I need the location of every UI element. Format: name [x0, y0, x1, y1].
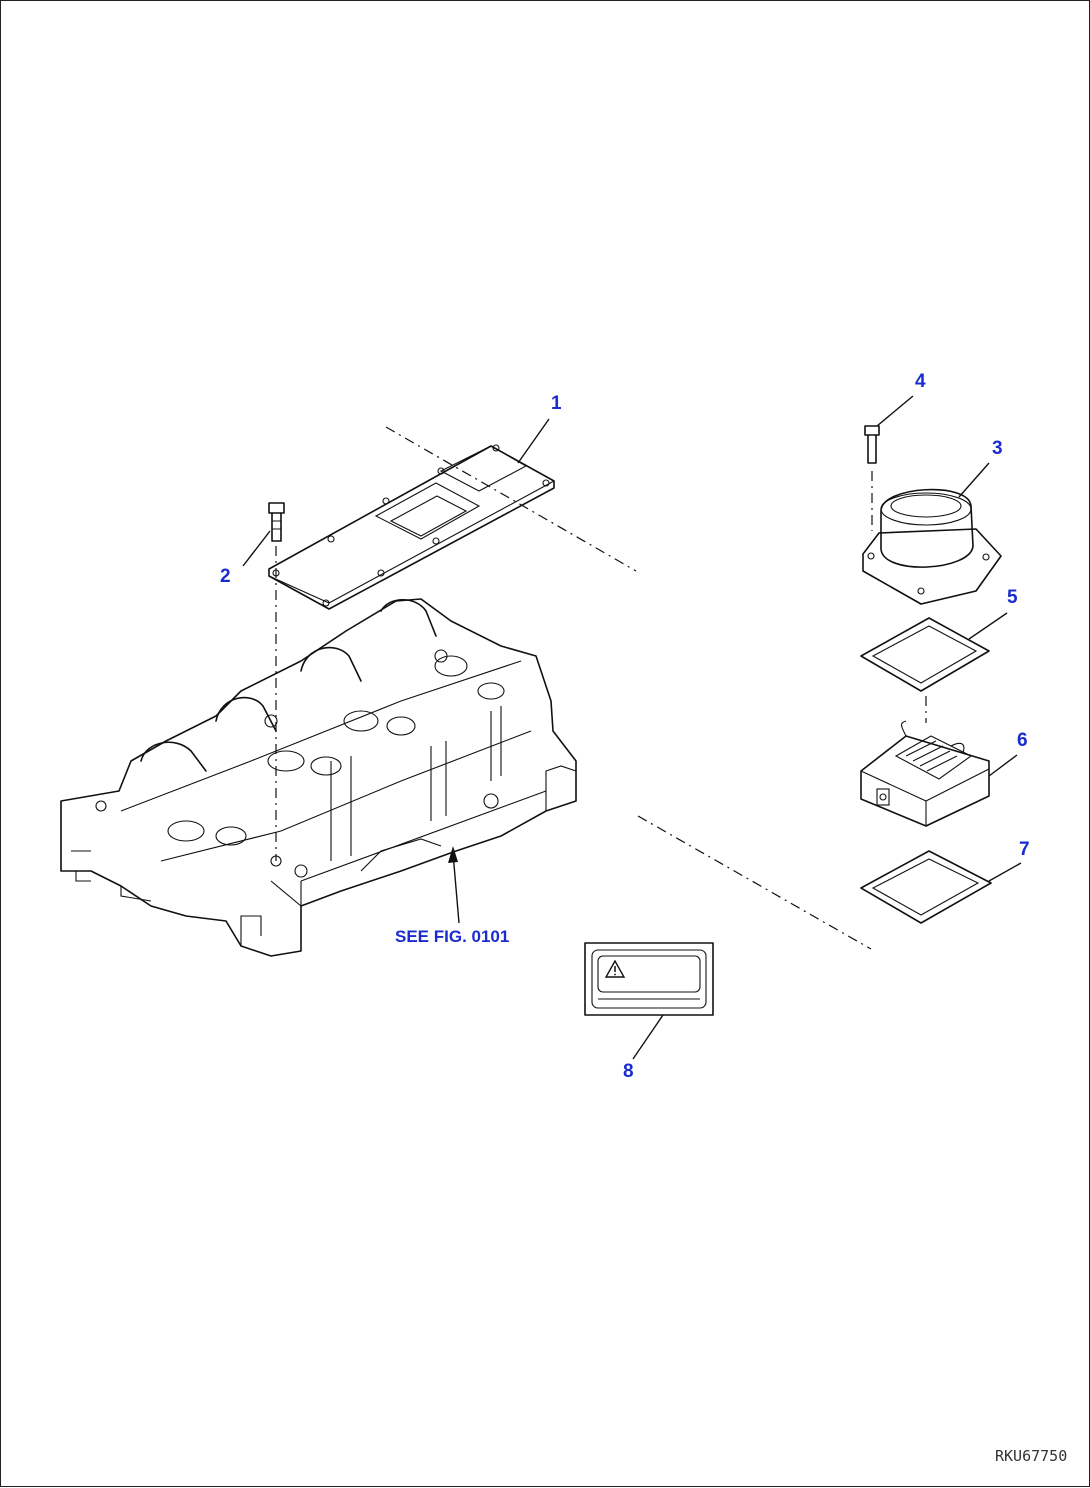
callout-8: 8 — [623, 1061, 634, 1082]
callout-6: 6 — [1017, 730, 1028, 751]
part-6-heater-element — [860, 720, 990, 827]
drawing-number: RKU67750 — [995, 1447, 1068, 1465]
part-4-screw — [864, 425, 880, 531]
callout-2: 2 — [220, 566, 231, 587]
callout-5: 5 — [1007, 587, 1018, 608]
part-8-warning-label — [584, 942, 714, 1016]
part-1-cover-plate — [268, 444, 555, 610]
part-3-heater-housing — [862, 488, 1002, 605]
part-7-gasket — [860, 850, 992, 924]
cylinder-head-illustration — [60, 598, 577, 957]
callout-4: 4 — [915, 371, 926, 392]
reference-figure-label: SEE FIG. 0101 — [395, 927, 510, 946]
part-2-bolt — [268, 502, 285, 861]
callout-7: 7 — [1019, 839, 1030, 860]
callout-3: 3 — [992, 438, 1003, 459]
leader-lines — [242, 395, 1022, 1060]
warning-icon — [604, 959, 626, 978]
part-5-gasket — [860, 617, 990, 692]
centerline-lower — [637, 815, 872, 950]
centerline-upper — [385, 426, 637, 572]
reference-arrow — [448, 846, 460, 924]
callout-1: 1 — [551, 393, 562, 414]
